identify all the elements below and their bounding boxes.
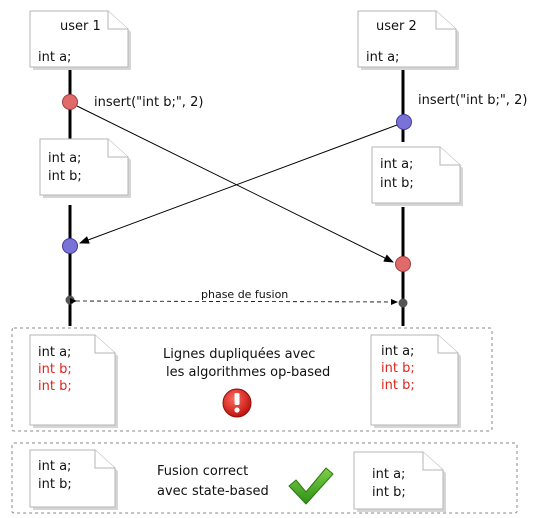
user2-insert-event: insert("int b;", 2) <box>396 93 527 130</box>
error-icon <box>222 388 252 418</box>
op-left-line-2: int b; <box>38 362 72 377</box>
blue-dot-icon <box>62 238 78 254</box>
op-left-line-3: int b; <box>38 379 72 394</box>
user2-intermediate-line-1: int a; <box>380 157 413 172</box>
state-based-result-box: int a; int b; Fusion correct avec state-… <box>11 442 518 514</box>
propagation-arrow-user1-to-user2 <box>76 105 394 263</box>
user1-document: user 1 int a; <box>29 10 131 70</box>
blue-dot-icon <box>396 114 412 130</box>
user1-insert-event: insert("int b;", 2) <box>62 94 203 110</box>
op-based-left-document: int a; int b; int b; <box>29 334 118 428</box>
user1-line-1: int a; <box>38 50 71 65</box>
user2-intermediate-document: int a; int b; <box>371 146 463 206</box>
user1-intermediate-document: int a; int b; <box>39 138 131 198</box>
state-right-line-1: int a; <box>372 467 405 482</box>
red-dot-icon <box>395 256 411 272</box>
state-based-right-document: int a; int b; <box>353 451 446 512</box>
checkmark-icon <box>288 467 334 505</box>
op-based-message-line-1: Lignes dupliquées avec <box>163 347 315 362</box>
merge-dot-left-icon <box>65 295 75 305</box>
user2-line-1: int a; <box>366 50 399 65</box>
state-right-line-2: int b; <box>372 485 406 500</box>
merge-phase: phase de fusion <box>65 288 408 308</box>
state-based-message-line-1: Fusion correct <box>157 464 248 479</box>
state-based-left-document: int a; int b; <box>29 449 118 510</box>
op-based-message-line-2: les algorithmes op-based <box>166 365 330 380</box>
merge-label: phase de fusion <box>201 288 288 301</box>
op-right-line-3: int b; <box>381 378 415 393</box>
merge-dot-right-icon <box>398 298 408 308</box>
red-dot-icon <box>62 94 78 110</box>
state-based-message-line-2: avec state-based <box>157 484 269 499</box>
user2-document: user 2 int a; <box>357 10 459 70</box>
user1-label: user 1 <box>60 19 101 34</box>
op-right-line-1: int a; <box>381 344 414 359</box>
op-left-line-1: int a; <box>38 345 71 360</box>
op-right-line-2: int b; <box>381 361 415 376</box>
op-based-right-document: int a; int b; int b; <box>370 334 461 428</box>
user1-intermediate-line-2: int b; <box>48 169 82 184</box>
user1-intermediate-line-1: int a; <box>48 151 81 166</box>
user2-label: user 2 <box>376 19 417 34</box>
op-based-result-box: int a; int b; int b; Lignes dupliquées a… <box>11 327 493 432</box>
state-left-line-1: int a; <box>38 459 71 474</box>
propagation-arrow-user2-to-user1 <box>79 124 398 244</box>
user1-insert-label: insert("int b;", 2) <box>94 95 203 110</box>
merge-arrow <box>69 297 398 305</box>
user2-insert-label: insert("int b;", 2) <box>418 93 527 108</box>
state-left-line-2: int b; <box>38 477 72 492</box>
user2-intermediate-line-2: int b; <box>380 176 414 191</box>
